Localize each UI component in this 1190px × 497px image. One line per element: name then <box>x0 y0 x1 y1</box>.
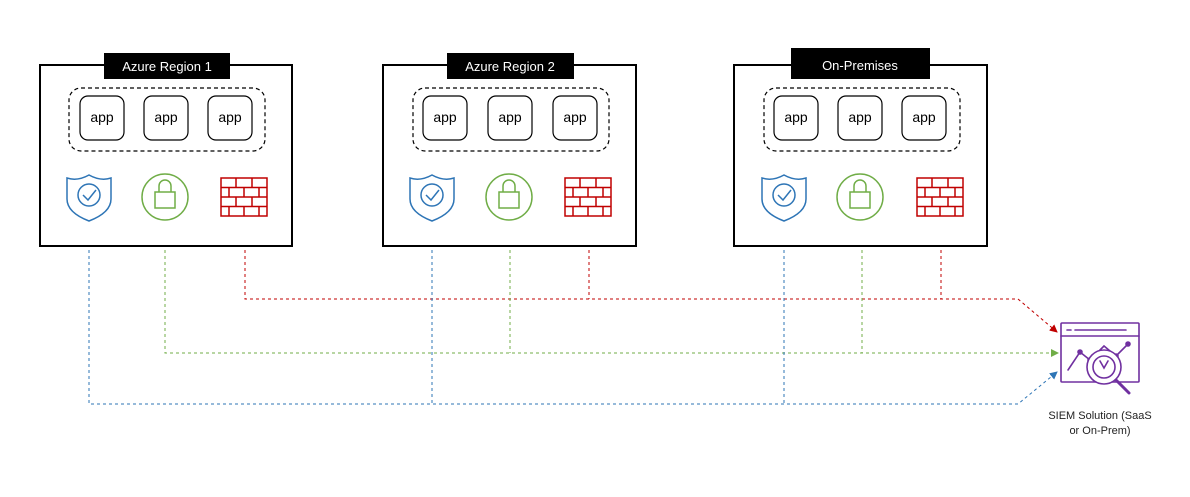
shield-check-icon <box>409 174 455 222</box>
svg-text:app: app <box>563 109 587 125</box>
identity-connector <box>164 232 1059 357</box>
app-box: app <box>487 95 533 141</box>
region-title-bg <box>104 53 230 79</box>
app-box: app <box>422 95 468 141</box>
app-group <box>763 87 961 152</box>
security-connector <box>88 232 1058 405</box>
firewall-icon <box>220 177 268 217</box>
firewall-icon <box>916 177 964 217</box>
app-box: app <box>773 95 819 141</box>
svg-text:app: app <box>784 109 808 125</box>
app-group <box>68 87 266 152</box>
svg-text:app: app <box>218 109 242 125</box>
app-box: app <box>207 95 253 141</box>
svg-text:app: app <box>433 109 457 125</box>
shield-check-icon <box>66 174 112 222</box>
lock-icon <box>485 173 533 221</box>
lock-icon <box>141 173 189 221</box>
app-box: app <box>901 95 947 141</box>
network-connector <box>244 232 1058 333</box>
region-title: On-Premises <box>822 58 898 73</box>
svg-text:app: app <box>154 109 178 125</box>
siem-caption-line2: or On-Prem) <box>1069 425 1131 437</box>
region-azure-2: Azure Region 2 app app app <box>382 53 637 247</box>
svg-text:app: app <box>912 109 936 125</box>
region-azure-1: Azure Region 1 app app app <box>39 53 293 247</box>
region-on-premises: On-Premises app app app <box>733 48 988 247</box>
firewall-icon <box>564 177 612 217</box>
app-group <box>412 87 610 152</box>
siem-analytics-icon <box>1060 322 1140 395</box>
app-box: app <box>143 95 189 141</box>
region-title-bg <box>447 53 574 79</box>
app-box: app <box>552 95 598 141</box>
connectors <box>88 232 1059 405</box>
siem-caption: SIEM Solution (SaaS or On-Prem) <box>1030 409 1170 439</box>
shield-check-icon <box>761 174 807 222</box>
svg-text:app: app <box>848 109 872 125</box>
app-box: app <box>837 95 883 141</box>
region-title-bg <box>791 48 930 79</box>
siem-caption-line1: SIEM Solution (SaaS <box>1048 410 1152 422</box>
app-box: app <box>79 95 125 141</box>
region-title: Azure Region 2 <box>465 59 555 74</box>
svg-text:app: app <box>90 109 114 125</box>
svg-text:app: app <box>498 109 522 125</box>
region-title: Azure Region 1 <box>122 59 212 74</box>
lock-icon <box>836 173 884 221</box>
